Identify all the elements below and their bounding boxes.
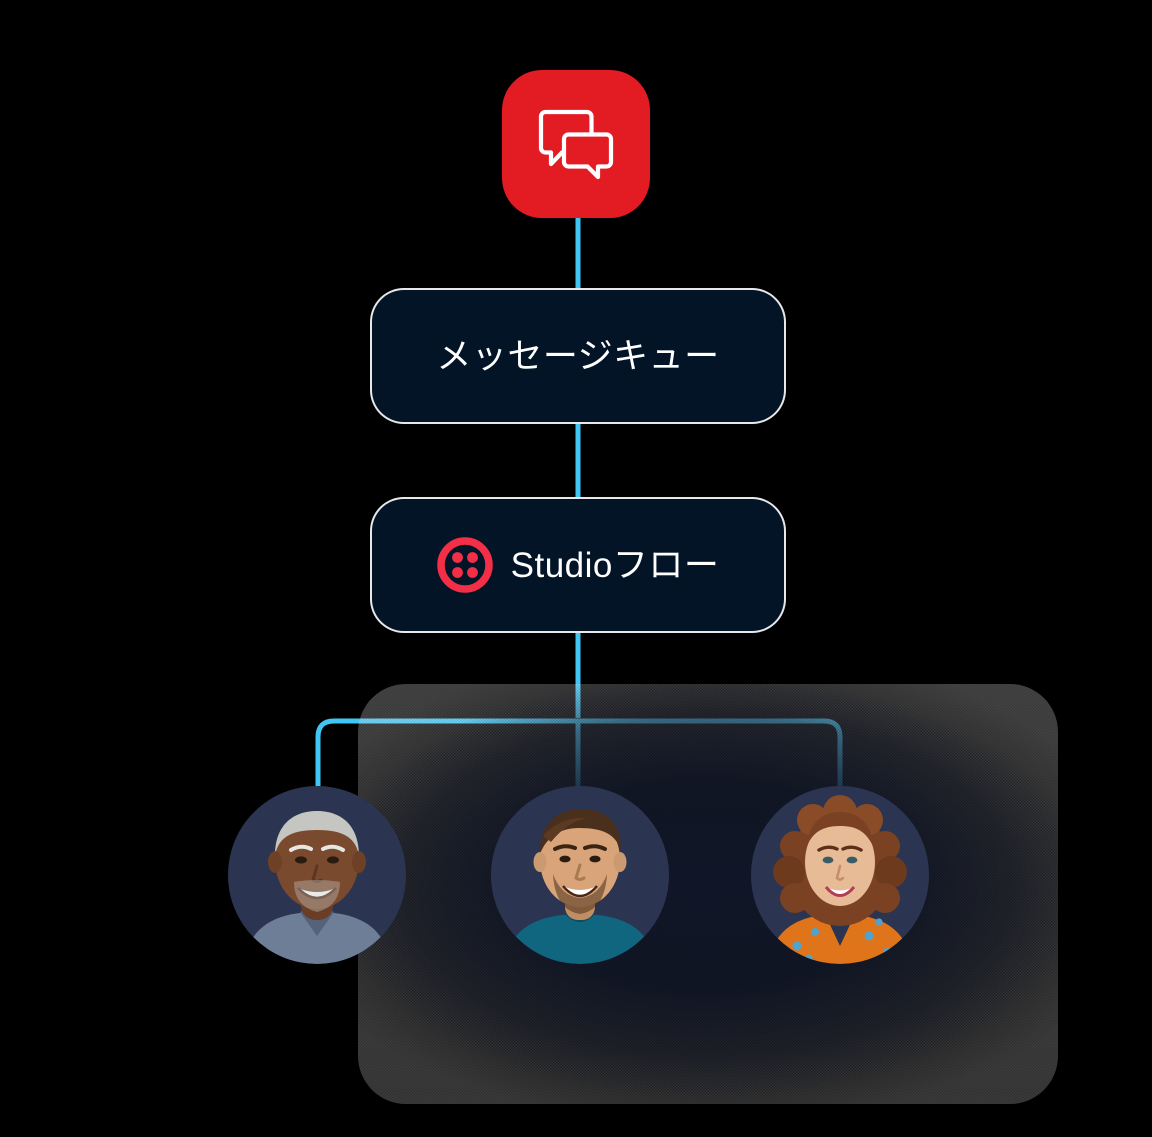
avatar[interactable] <box>491 786 669 964</box>
avatar-image-recipient-2 <box>491 786 669 964</box>
node-studio-flow[interactable]: Studioフロー <box>370 497 786 633</box>
node-message-queue-label: メッセージキュー <box>436 336 720 376</box>
node-message-queue[interactable]: メッセージキュー <box>370 288 786 424</box>
source-app-icon[interactable] <box>502 70 650 218</box>
node-studio-flow-label: Studioフロー <box>510 545 720 585</box>
twilio-logo <box>436 537 493 593</box>
chat-bubbles-icon <box>535 108 617 180</box>
avatar-image-recipient-1 <box>228 786 406 964</box>
avatar[interactable] <box>228 786 406 964</box>
recipients-panel <box>358 684 1058 1104</box>
avatar[interactable] <box>751 786 929 964</box>
avatar-image-recipient-3 <box>751 786 929 964</box>
